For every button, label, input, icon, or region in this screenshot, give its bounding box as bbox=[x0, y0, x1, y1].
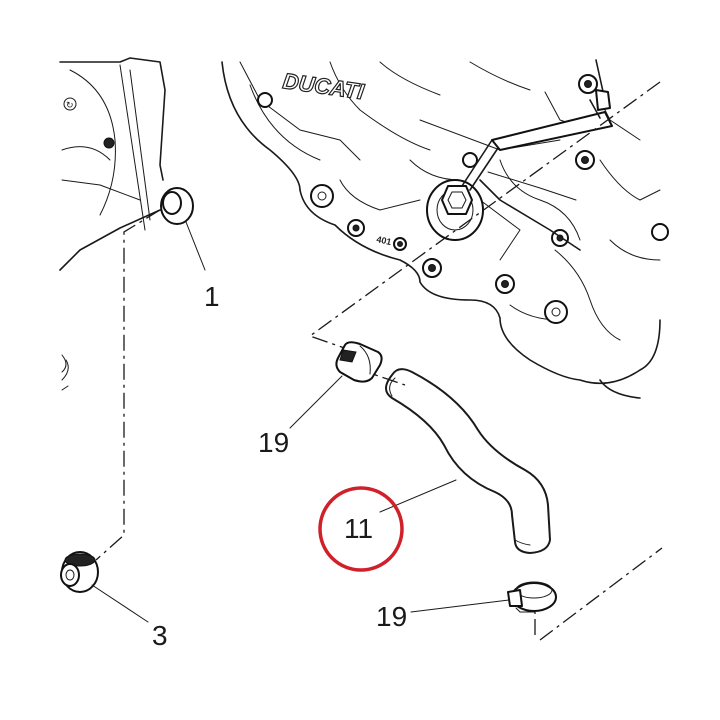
selected-part-highlight-ring bbox=[318, 486, 404, 572]
callout-19-bottom[interactable]: 19 bbox=[376, 601, 407, 632]
part-1-plug[interactable] bbox=[160, 187, 194, 225]
part-19-clamp-bottom[interactable] bbox=[507, 581, 557, 613]
part-19-clamp-top[interactable] bbox=[335, 341, 383, 383]
leader-lines bbox=[91, 221, 510, 623]
oil-fitting bbox=[426, 59, 613, 251]
engine-logo-text: DUCATI bbox=[281, 68, 366, 104]
callout-19-top[interactable]: 19 bbox=[258, 427, 289, 458]
engine-block: DUCATI 401 bbox=[221, 59, 669, 399]
callout-3[interactable]: 3 bbox=[152, 620, 168, 651]
part-11-hose[interactable] bbox=[385, 368, 551, 554]
part-3-grommet[interactable] bbox=[60, 551, 99, 593]
callout-1[interactable]: 1 bbox=[204, 281, 220, 312]
left-engine-casing: ↻ bbox=[59, 57, 166, 391]
casting-stamp: 401 bbox=[376, 234, 393, 247]
svg-text:↻: ↻ bbox=[66, 100, 74, 110]
callout-11[interactable]: 11 bbox=[344, 513, 373, 544]
